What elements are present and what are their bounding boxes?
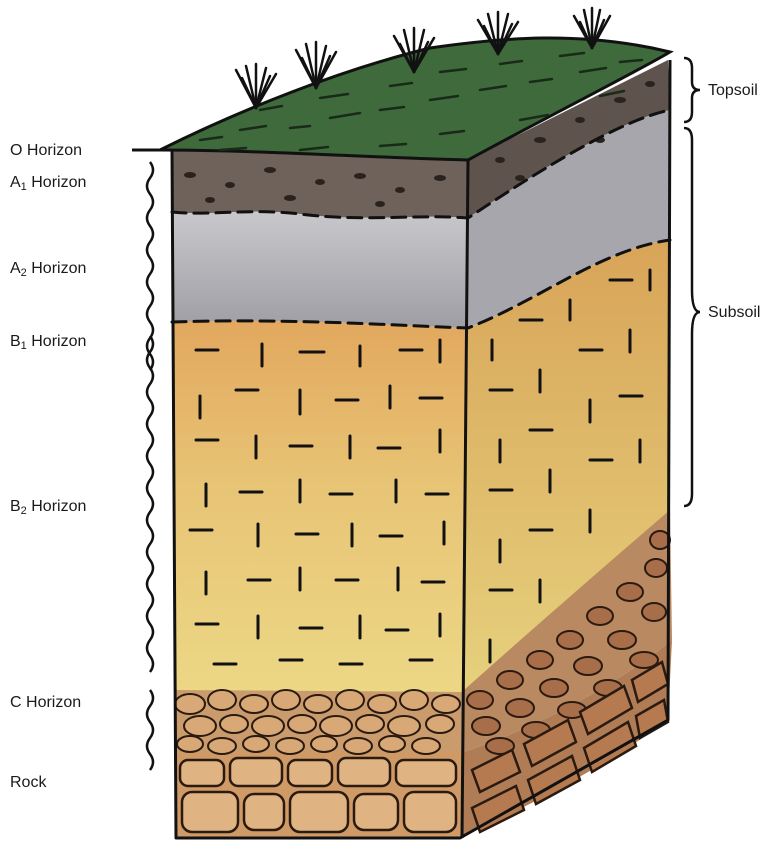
right-braces (684, 58, 700, 506)
front-face (172, 150, 468, 838)
label-rock: Rock (10, 774, 46, 792)
label-o-horizon: O Horizon (10, 142, 82, 160)
label-b2-horizon: B2 Horizon (10, 498, 86, 516)
label-a1-horizon: A1 Horizon (10, 174, 86, 192)
label-c-horizon: C Horizon (10, 694, 81, 712)
a2-horizon-front (172, 212, 468, 328)
b-horizon-front (172, 321, 468, 702)
topsoil-brace (684, 58, 700, 122)
label-subsoil: Subsoil (708, 304, 760, 322)
label-b1-horizon: B1 Horizon (10, 333, 86, 351)
rock-blocks (180, 758, 456, 832)
label-topsoil: Topsoil (708, 82, 758, 100)
label-a2-horizon: A2 Horizon (10, 260, 86, 278)
subsoil-brace (684, 128, 700, 506)
left-wavy-brackets (147, 162, 153, 770)
